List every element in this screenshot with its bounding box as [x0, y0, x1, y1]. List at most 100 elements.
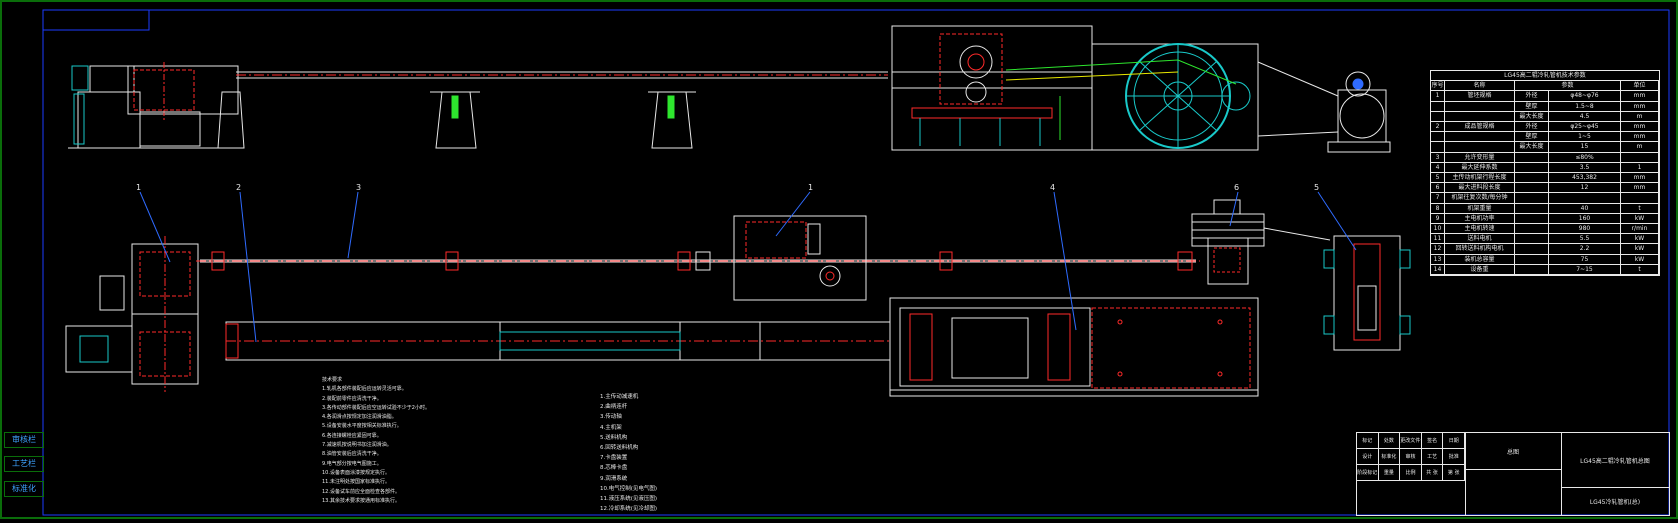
params-cell: 40: [1549, 203, 1621, 213]
params-cell: 6: [1431, 183, 1445, 193]
note-line: 9.电气部分按电气图施工。: [322, 460, 382, 467]
title-block-cell: 设计: [1357, 449, 1379, 465]
params-cell: 最大进料段长度: [1445, 183, 1515, 193]
note-line: 6.回转送料机构: [600, 445, 639, 452]
params-cell: [1445, 101, 1515, 111]
drawing-title: LG45高二辊冷轧管机总图: [1580, 457, 1650, 465]
balloon-6: 6: [1234, 183, 1239, 192]
note-line: 5.送料机构: [600, 434, 628, 441]
drawing-code: LG45冷轧管机(总): [1589, 498, 1641, 506]
note-line: 5.设备安装水平度按相关标准执行。: [322, 423, 402, 430]
params-header-cell: 参数: [1515, 81, 1621, 91]
params-header-cell: 名称: [1445, 81, 1515, 91]
params-cell: [1515, 244, 1549, 254]
params-cell: 3: [1431, 152, 1445, 162]
params-table-title: LG45高二辊冷轧管机技术参数: [1431, 71, 1659, 82]
title-block-cell: 共 张: [1421, 465, 1444, 481]
balloon-1: 1: [136, 183, 141, 192]
params-cell: 12: [1549, 183, 1621, 193]
side-tab-review[interactable]: 审核栏: [4, 432, 44, 448]
params-cell: 外径: [1515, 122, 1549, 132]
params-cell: 160: [1549, 213, 1621, 224]
note-line: 4.主机架: [600, 424, 622, 431]
params-cell: mm: [1621, 122, 1659, 132]
params-cell: [1515, 203, 1549, 213]
params-cell: [1515, 254, 1549, 264]
params-cell: 1: [1621, 162, 1659, 173]
balloon-2: 2: [236, 183, 241, 192]
params-cell: [1445, 132, 1515, 142]
params-cell: 壁厚: [1515, 132, 1549, 142]
params-cell: mm: [1621, 173, 1659, 183]
params-cell: 允许变形量: [1445, 152, 1515, 162]
side-tab-process[interactable]: 工艺栏: [4, 456, 44, 472]
title-block-cell: 标记: [1357, 433, 1379, 449]
params-cell: 1: [1431, 91, 1445, 101]
params-cell: mm: [1621, 183, 1659, 193]
params-cell: 9: [1431, 213, 1445, 224]
title-block-cell: 更改文件号: [1400, 433, 1422, 449]
title-block-cell: 阶段标记: [1357, 465, 1379, 481]
params-cell: [1515, 183, 1549, 193]
params-cell: [1515, 224, 1549, 234]
params-cell: [1445, 142, 1515, 152]
params-cell: 15: [1549, 142, 1621, 152]
params-header-row: 序号名称参数单位: [1431, 81, 1659, 92]
params-cell: 7~15: [1549, 264, 1621, 275]
title-block-cell: 批准: [1443, 449, 1465, 465]
params-cell: 5: [1431, 173, 1445, 183]
inner-frame: [42, 9, 1670, 516]
title-block-cell: 第 张: [1443, 465, 1465, 481]
params-cell: m: [1621, 142, 1659, 152]
params-cell: [1445, 111, 1515, 122]
params-cell: kW: [1621, 234, 1659, 244]
note-line: 10.电气控制(见电气图): [600, 485, 658, 492]
params-cell: 最大长度: [1515, 111, 1549, 122]
params-cell: 成品管规格: [1445, 122, 1515, 132]
params-cell: [1515, 193, 1549, 203]
params-cell: [1515, 234, 1549, 244]
balloon-4: 1: [808, 183, 813, 192]
note-line: 11.液压系统(见液压图): [600, 496, 658, 503]
params-cell: 2: [1431, 122, 1445, 132]
params-cell: 壁厚: [1515, 101, 1549, 111]
params-cell: kW: [1621, 254, 1659, 264]
params-cell: [1621, 193, 1659, 203]
params-cell: [1515, 173, 1549, 183]
title-block-cell: 工艺: [1421, 449, 1444, 465]
params-cell: 1.5~8: [1549, 101, 1621, 111]
note-line: 2.曲柄连杆: [600, 404, 628, 411]
title-block-cell: 比例: [1400, 465, 1422, 481]
note-line: 13.其余技术要求按通用标准执行。: [322, 497, 400, 504]
params-cell: 机架往复次数/每分钟: [1445, 193, 1515, 203]
params-cell: m: [1621, 111, 1659, 122]
note-line: 3.传动轴: [600, 414, 622, 421]
top-left-code-box: [42, 9, 150, 31]
params-cell: kW: [1621, 213, 1659, 224]
params-cell: 最大长度: [1515, 142, 1549, 152]
params-cell: 75: [1549, 254, 1621, 264]
side-tab-standard[interactable]: 标准化: [4, 481, 44, 497]
params-cell: 外径: [1515, 91, 1549, 101]
params-cell: [1431, 132, 1445, 142]
